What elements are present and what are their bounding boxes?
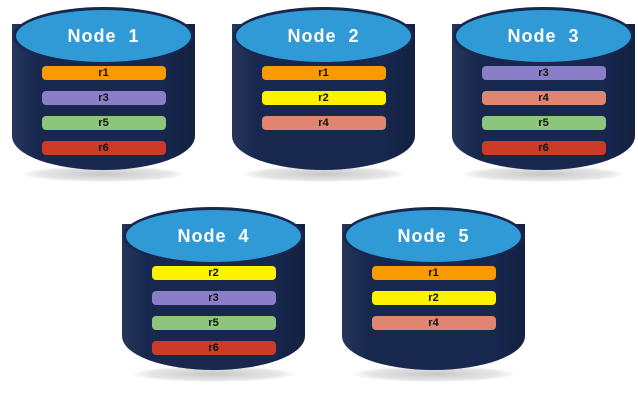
node-label: Node 4 <box>177 226 250 246</box>
cylinder-shadow <box>242 166 405 182</box>
cylinder-shadow <box>462 166 625 182</box>
replica-bar[interactable]: r1 <box>371 266 496 280</box>
replica-bar[interactable]: r5 <box>41 116 166 130</box>
cylinder-top-cap <box>233 7 414 65</box>
replica-list: r1 r2 r4 <box>232 66 415 130</box>
cylinder-top-cap <box>13 7 194 65</box>
replica-bar[interactable]: r1 <box>261 66 386 80</box>
cylinder-shadow <box>132 366 295 382</box>
replica-bar[interactable]: r5 <box>151 316 276 330</box>
node-label: Node 3 <box>507 26 580 46</box>
node-label: Node 5 <box>397 226 470 246</box>
replica-bar[interactable]: r3 <box>151 291 276 305</box>
node-cylinder-node-2[interactable]: Node 2 r1 r2 r4 <box>232 6 415 184</box>
replica-bar[interactable]: r5 <box>481 116 606 130</box>
cylinder-top-cap <box>343 207 524 265</box>
replica-bar[interactable]: r6 <box>41 141 166 155</box>
replica-list: r3 r4 r5 r6 <box>452 66 635 155</box>
replica-bar[interactable]: r4 <box>261 116 386 130</box>
cylinder-shadow <box>22 166 185 182</box>
replica-list: r1 r2 r4 <box>342 266 525 330</box>
replica-bar[interactable]: r6 <box>151 341 276 355</box>
replica-bar[interactable]: r3 <box>41 91 166 105</box>
replica-bar[interactable]: r4 <box>371 316 496 330</box>
node-cylinder-node-5[interactable]: Node 5 r1 r2 r4 <box>342 206 525 384</box>
replica-bar[interactable]: r3 <box>481 66 606 80</box>
cylinder-shadow <box>352 366 515 382</box>
replica-bar[interactable]: r2 <box>371 291 496 305</box>
replica-bar[interactable]: r1 <box>41 66 166 80</box>
node-cylinder-node-4[interactable]: Node 4 r2 r3 r5 r6 <box>122 206 305 384</box>
replica-bar[interactable]: r6 <box>481 141 606 155</box>
replica-list: r2 r3 r5 r6 <box>122 266 305 355</box>
cylinder-top-cap <box>123 207 304 265</box>
replica-bar[interactable]: r2 <box>261 91 386 105</box>
node-cylinder-node-1[interactable]: Node 1 r1 r3 r5 r6 <box>12 6 195 184</box>
cylinder-top-cap <box>453 7 634 65</box>
replica-bar[interactable]: r2 <box>151 266 276 280</box>
replica-list: r1 r3 r5 r6 <box>12 66 195 155</box>
node-label: Node 1 <box>67 26 140 46</box>
replica-bar[interactable]: r4 <box>481 91 606 105</box>
node-label: Node 2 <box>287 26 360 46</box>
node-cylinder-node-3[interactable]: Node 3 r3 r4 r5 r6 <box>452 6 635 184</box>
